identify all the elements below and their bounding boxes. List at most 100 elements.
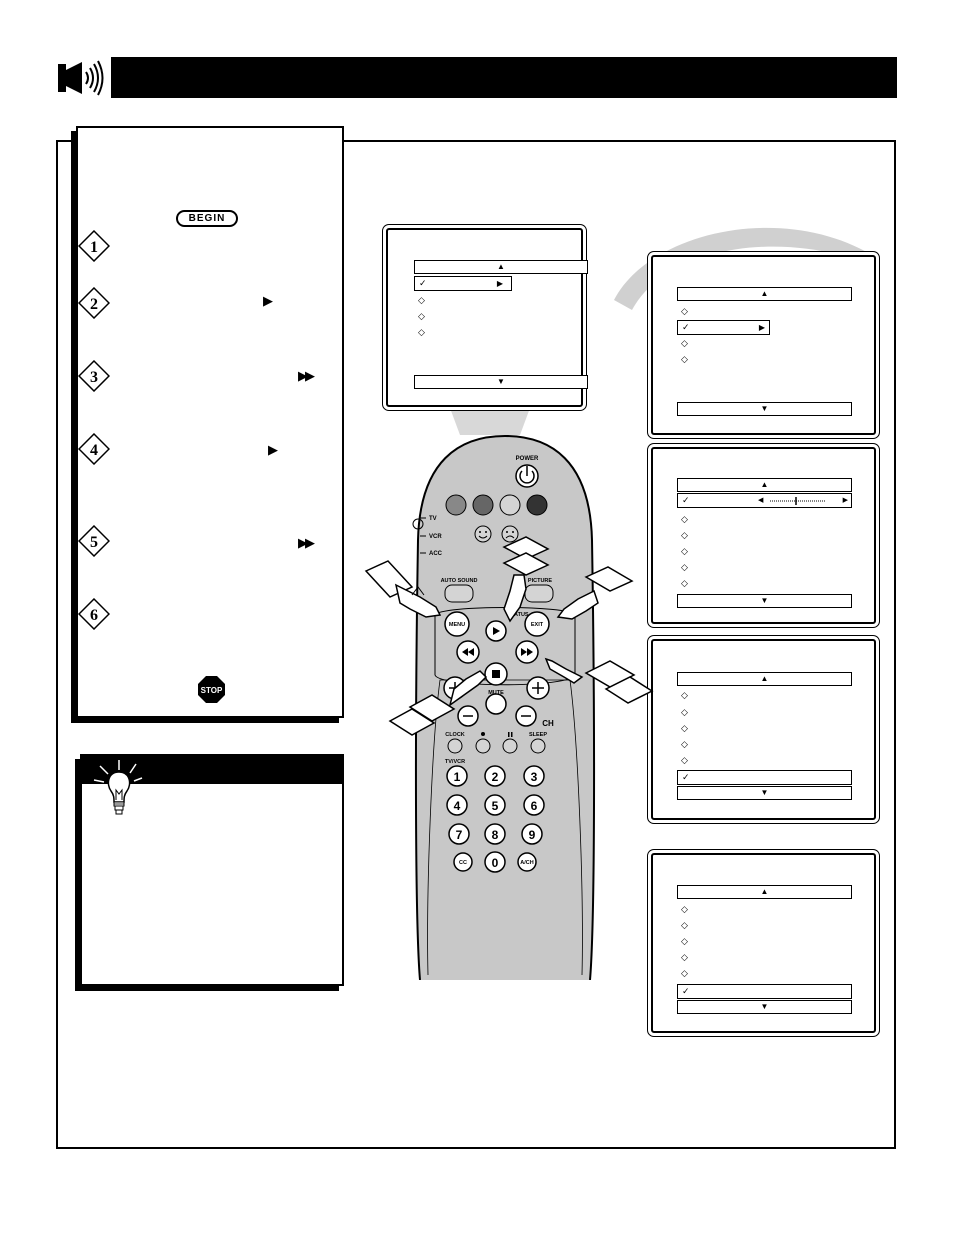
- digit-5-button[interactable]: 5: [484, 794, 506, 816]
- menu-item[interactable]: ◇: [418, 295, 425, 305]
- play-icon: ▶: [268, 442, 278, 457]
- mode-tv-label: TV: [429, 516, 437, 522]
- menu-item[interactable]: ◇: [681, 338, 688, 348]
- menu-up-bar: ▲: [414, 260, 588, 274]
- svg-text:1: 1: [454, 770, 461, 784]
- svg-text:6: 6: [531, 799, 538, 813]
- menu-item[interactable]: ◇: [681, 578, 688, 588]
- pointing-hands: [364, 536, 654, 736]
- exit-button[interactable]: EXIT: [524, 611, 550, 637]
- level-slider[interactable]: [770, 497, 826, 505]
- menu-item[interactable]: ◇: [681, 968, 688, 978]
- alternate-channel-button[interactable]: A/CH: [517, 852, 537, 872]
- menu-item[interactable]: ◇: [681, 920, 688, 930]
- step-number: 2: [90, 296, 98, 313]
- content-frame: [56, 140, 896, 1149]
- menu-item[interactable]: ◇: [681, 723, 688, 733]
- clock-button[interactable]: [447, 738, 463, 754]
- menu-item[interactable]: ◇: [681, 952, 688, 962]
- cursor-right-button[interactable]: [515, 640, 539, 664]
- channel-down-button[interactable]: [515, 705, 537, 727]
- menu-down-bar: ▼: [677, 1000, 852, 1014]
- play-icon: ▶: [263, 293, 273, 308]
- smart-picture-button[interactable]: [474, 525, 492, 543]
- fast-forward-icon: ▶▶: [298, 368, 315, 383]
- begin-badge: BEGIN: [176, 210, 238, 227]
- volume-down-button[interactable]: [457, 705, 479, 727]
- power-label: POWER: [516, 456, 539, 462]
- tvvcr-label: TV/VCR: [445, 759, 465, 765]
- menu-down-bar: ▼: [677, 594, 852, 608]
- record-button[interactable]: [475, 738, 491, 754]
- menu-item-selected[interactable]: ✓: [677, 770, 852, 785]
- svg-text:3: 3: [531, 770, 538, 784]
- mute-label: MUTE: [488, 690, 504, 696]
- menu-up-bar: ▲: [677, 885, 852, 899]
- menu-item[interactable]: ◇: [681, 739, 688, 749]
- light-bulb-icon: [86, 760, 150, 824]
- cursor-up-button[interactable]: [485, 620, 507, 642]
- menu-up-bar: ▲: [677, 672, 852, 686]
- digit-7-button[interactable]: 7: [448, 823, 470, 845]
- menu-item-selected[interactable]: ✓▶: [677, 320, 770, 335]
- menu-item[interactable]: ◇: [418, 311, 425, 321]
- menu-item[interactable]: ◇: [681, 755, 688, 765]
- menu-item[interactable]: ◇: [681, 690, 688, 700]
- mode-acc-label: ACC: [429, 551, 443, 557]
- step-5-badge: 5: [78, 525, 110, 557]
- svg-text:5: 5: [492, 799, 499, 813]
- mode-switch[interactable]: [412, 518, 424, 530]
- digit-6-button[interactable]: 6: [523, 794, 545, 816]
- pause-button[interactable]: [502, 738, 518, 754]
- menu-item[interactable]: ◇: [681, 936, 688, 946]
- mute-button[interactable]: [485, 693, 507, 715]
- auto-sound-button[interactable]: [444, 584, 474, 603]
- cursor-down-button[interactable]: [484, 662, 508, 686]
- cc-button[interactable]: CC: [453, 852, 473, 872]
- digit-0-button[interactable]: 0: [484, 851, 506, 873]
- channel-up-button[interactable]: [526, 676, 550, 700]
- menu-item[interactable]: ◇: [681, 546, 688, 556]
- color-button-yellow[interactable]: [499, 494, 521, 516]
- menu-item[interactable]: ◇: [681, 562, 688, 572]
- menu-item[interactable]: ◇: [681, 530, 688, 540]
- menu-item[interactable]: ◇: [681, 707, 688, 717]
- menu-button[interactable]: MENU: [444, 611, 470, 637]
- menu-item[interactable]: ◇: [418, 327, 425, 337]
- menu-item-selected[interactable]: ✓▶: [414, 276, 512, 291]
- svg-text:MENU: MENU: [449, 622, 465, 628]
- menu-item[interactable]: ◇: [681, 306, 688, 316]
- sleep-label: SLEEP: [529, 732, 547, 738]
- menu-item[interactable]: ◇: [681, 354, 688, 364]
- record-icon: [481, 732, 485, 736]
- fast-forward-icon: ▶▶: [298, 535, 315, 550]
- svg-text:A/CH: A/CH: [520, 860, 533, 866]
- menu-item-selected[interactable]: ✓: [677, 984, 852, 999]
- digit-4-button[interactable]: 4: [446, 794, 468, 816]
- step-6-badge: 6: [78, 598, 110, 630]
- menu-item[interactable]: ◇: [681, 514, 688, 524]
- step-number: 4: [90, 442, 98, 459]
- cursor-left-button[interactable]: [456, 640, 480, 664]
- step-1-badge: 1: [78, 230, 110, 262]
- ch-label: CH: [542, 719, 554, 728]
- color-button-green[interactable]: [472, 494, 494, 516]
- menu-down-bar: ▼: [677, 786, 852, 800]
- digit-3-button[interactable]: 3: [523, 765, 545, 787]
- svg-text:9: 9: [529, 828, 536, 842]
- color-button-blue[interactable]: [526, 494, 548, 516]
- menu-up-bar: ▲: [677, 478, 852, 492]
- digit-1-button[interactable]: 1: [446, 765, 468, 787]
- step-number: 3: [90, 369, 98, 386]
- clock-label: CLOCK: [445, 732, 465, 738]
- power-button[interactable]: [515, 464, 539, 488]
- color-button-red[interactable]: [445, 494, 467, 516]
- sleep-button[interactable]: [530, 738, 546, 754]
- menu-item-selected[interactable]: ✓ ◀ ▶: [677, 493, 852, 508]
- digit-9-button[interactable]: 9: [521, 823, 543, 845]
- menu-down-bar: ▼: [677, 402, 852, 416]
- menu-item[interactable]: ◇: [681, 904, 688, 914]
- digit-2-button[interactable]: 2: [484, 765, 506, 787]
- digit-8-button[interactable]: 8: [484, 823, 506, 845]
- smart-sound-button[interactable]: [501, 525, 519, 543]
